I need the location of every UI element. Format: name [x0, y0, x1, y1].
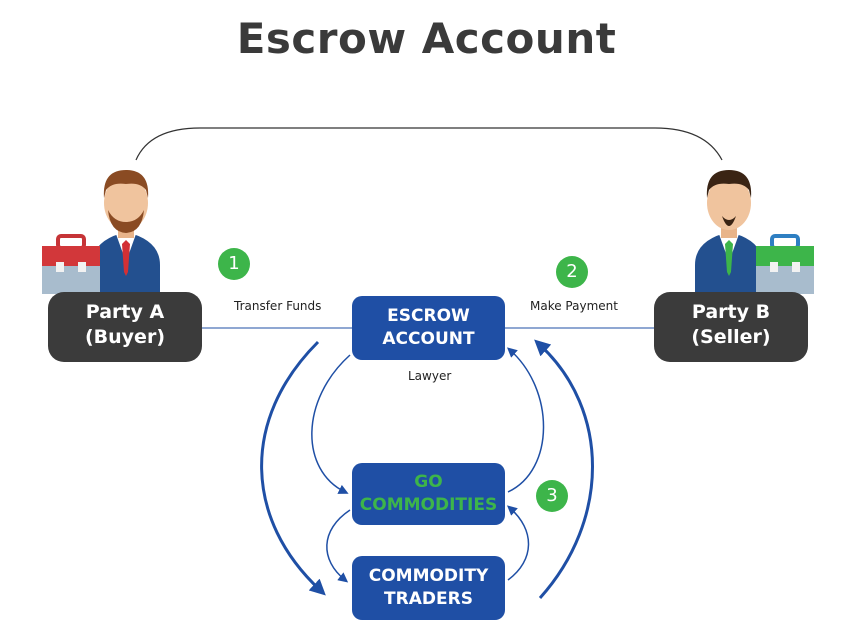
step-badge-1: 1 — [218, 248, 250, 280]
step-badge-2: 2 — [556, 256, 588, 288]
party-a-role: (Buyer) — [84, 326, 166, 348]
go-commodities-line1: GO — [414, 472, 443, 492]
arrow-outer-right — [534, 339, 594, 600]
go-commodities-line2: COMMODITIES — [359, 495, 498, 515]
party-b-name: Party B — [691, 301, 771, 323]
make-payment-label: Make Payment — [530, 299, 618, 313]
arrow-outer-left — [260, 340, 326, 596]
arrow-traders-to-go-commodities — [506, 505, 530, 581]
party-b-role: (Seller) — [691, 326, 771, 348]
party-a-name: Party A — [85, 301, 165, 323]
escrow-box-line2: ACCOUNT — [382, 329, 475, 349]
top-connector-arc — [135, 127, 723, 161]
arrow-escrow-to-go-commodities — [311, 354, 351, 494]
traders-line1: COMMODITY — [368, 566, 489, 586]
party-a-box: Party A (Buyer) — [48, 292, 202, 362]
seller-avatar-icon — [695, 170, 763, 292]
escrow-account-box: ESCROW ACCOUNT — [352, 296, 505, 360]
step-badge-3: 3 — [536, 480, 568, 512]
green-briefcase-icon — [756, 234, 814, 294]
commodity-traders-box: COMMODITY TRADERS — [352, 556, 505, 620]
traders-line2: TRADERS — [384, 589, 473, 609]
arrow-go-commodities-to-traders — [326, 509, 351, 583]
arrow-go-commodities-to-escrow — [507, 347, 545, 493]
transfer-funds-label: Transfer Funds — [234, 299, 322, 313]
page-title: Escrow Account — [236, 14, 617, 63]
buyer-avatar-icon — [92, 170, 160, 292]
go-commodities-box: GO COMMODITIES — [352, 463, 505, 525]
red-briefcase-icon — [42, 234, 100, 294]
escrow-box-line1: ESCROW — [387, 306, 470, 326]
party-b-box: Party B (Seller) — [654, 292, 808, 362]
lawyer-label: Lawyer — [408, 369, 452, 383]
